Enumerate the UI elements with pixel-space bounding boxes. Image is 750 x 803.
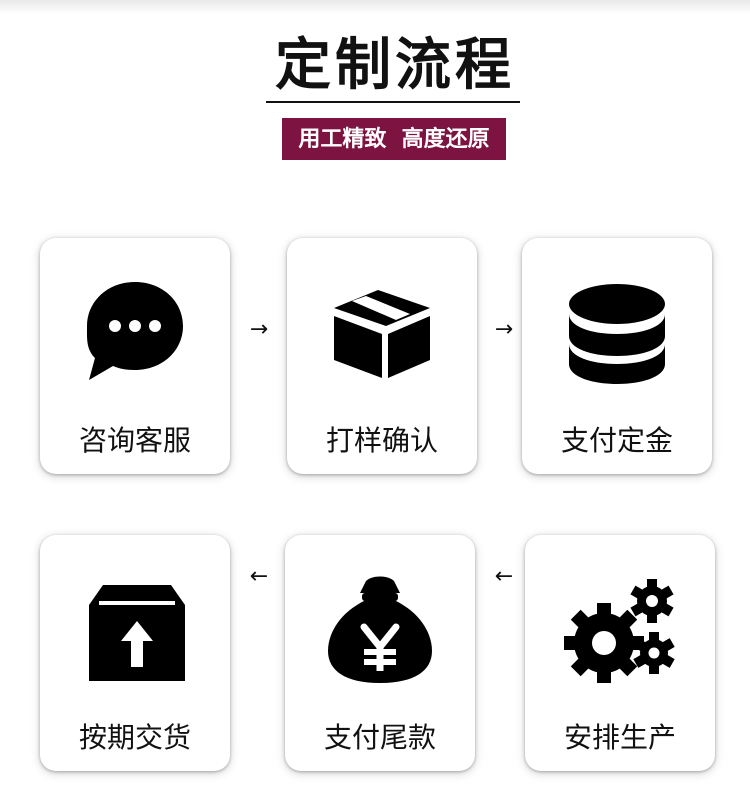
money-bag-icon: [328, 576, 432, 683]
step-label: 咨询客服: [78, 424, 191, 457]
subtitle-banner: 用工精致 高度还原: [282, 118, 506, 160]
step-label: 支付定金: [560, 424, 673, 457]
step-label: 打样确认: [325, 424, 438, 457]
arrow-left-1: ←: [494, 564, 514, 589]
gears-icon: [564, 579, 675, 683]
arrow-right-2: →: [494, 317, 514, 342]
coin-stack-icon: [569, 284, 665, 384]
title-underline: [266, 101, 520, 103]
step-label: 按期交货: [78, 721, 191, 754]
page-title: 定制流程: [275, 33, 515, 98]
step-label: 支付尾款: [323, 721, 436, 754]
arrow-right-1: →: [249, 317, 269, 342]
step-card-balance: 支付尾款: [285, 535, 475, 771]
step-card-deliver: 按期交货: [40, 535, 230, 771]
step-card-production: 安排生产: [525, 535, 715, 771]
box-icon: [334, 290, 430, 378]
delivery-box-icon: [89, 585, 185, 681]
step-card-consult: 咨询客服: [40, 238, 230, 474]
arrow-left-2: ←: [249, 564, 269, 589]
top-shadow: [0, 0, 750, 14]
chat-bubble-icon: [86, 282, 183, 380]
step-card-deposit: 支付定金: [522, 238, 712, 474]
step-card-sample: 打样确认: [287, 238, 477, 474]
step-label: 安排生产: [563, 721, 676, 754]
